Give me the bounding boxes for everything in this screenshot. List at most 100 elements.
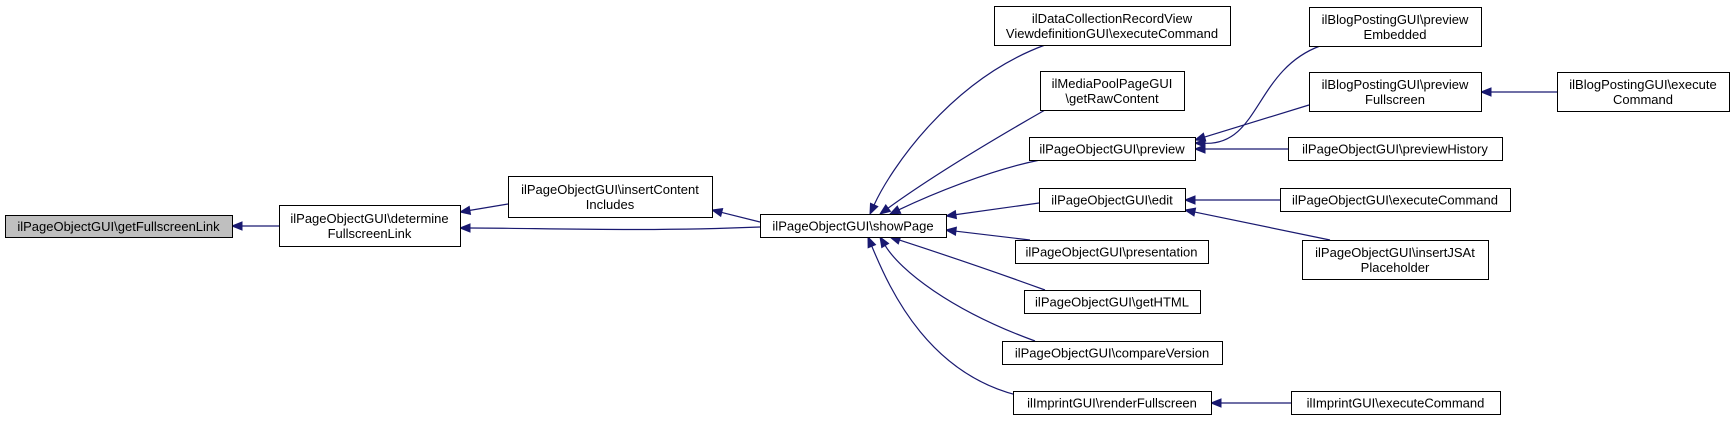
arrow-head bbox=[1183, 195, 1196, 205]
node-label: ilPageObjectGUI\presentation bbox=[1026, 245, 1198, 260]
node-label: ilBlogPostingGUI\execute bbox=[1569, 77, 1716, 92]
node-box bbox=[1302, 240, 1489, 280]
edge-line bbox=[955, 230, 1031, 241]
node-label: ilPageObjectGUI\showPage bbox=[772, 219, 933, 234]
edge-edit-to-showPage bbox=[944, 202, 1040, 220]
node-box bbox=[1291, 391, 1501, 415]
node-previewHistory[interactable]: ilPageObjectGUI\previewHistory bbox=[1288, 137, 1503, 161]
node-imprintExecute[interactable]: ilImprintGUI\executeCommand bbox=[1291, 391, 1501, 415]
arrow-head bbox=[1193, 144, 1206, 154]
node-box bbox=[1288, 137, 1503, 161]
arrow-head bbox=[944, 226, 957, 236]
node-getFullscreenLink[interactable]: ilPageObjectGUI\getFullscreenLink bbox=[5, 215, 233, 238]
node-mediaPool[interactable]: ilMediaPoolPageGUI\getRawContent bbox=[1040, 71, 1185, 111]
node-label: ilPageObjectGUI\compareVersion bbox=[1015, 346, 1209, 361]
node-label: Embedded bbox=[1364, 27, 1427, 42]
edge-blogEmbedded-to-preview bbox=[1193, 45, 1321, 149]
arrow-head bbox=[1209, 398, 1222, 408]
arrow-head bbox=[1193, 138, 1206, 149]
node-box bbox=[1557, 72, 1730, 112]
node-executeCommand[interactable]: ilPageObjectGUI\executeCommand bbox=[1280, 188, 1511, 212]
edge-imprintExecute-to-imprintRender bbox=[1209, 398, 1291, 408]
node-compareVersion[interactable]: ilPageObjectGUI\compareVersion bbox=[1002, 341, 1223, 365]
arrow-head bbox=[879, 235, 890, 249]
node-label: ilBlogPostingGUI\preview bbox=[1322, 12, 1469, 27]
node-imprintRender[interactable]: ilImprintGUI\renderFullscreen bbox=[1013, 391, 1212, 415]
arrow-head bbox=[1193, 132, 1207, 142]
edge-preview-to-showPage bbox=[888, 159, 1041, 215]
node-label: ilPageObjectGUI\insertJSAt bbox=[1315, 245, 1475, 260]
node-box bbox=[1013, 391, 1212, 415]
arrow-head bbox=[867, 235, 877, 249]
node-label: ilPageObjectGUI\previewHistory bbox=[1302, 142, 1488, 157]
edge-insertContentIncludes-to-determineFullscreenLink bbox=[458, 203, 509, 215]
node-label: \getRawContent bbox=[1065, 91, 1159, 106]
node-blogExecute[interactable]: ilBlogPostingGUI\executeCommand bbox=[1557, 72, 1730, 112]
node-label: ilBlogPostingGUI\preview bbox=[1322, 77, 1469, 92]
nodes-layer: ilPageObjectGUI\getFullscreenLink ilPageO… bbox=[5, 6, 1730, 415]
edge-presentation-to-showPage bbox=[944, 226, 1031, 241]
edge-previewHistory-to-preview bbox=[1193, 144, 1288, 154]
node-edit[interactable]: ilPageObjectGUI\edit bbox=[1039, 188, 1186, 212]
node-label: Fullscreen bbox=[1365, 92, 1425, 107]
node-box bbox=[5, 215, 233, 238]
edge-blogExecute-to-blogFullscreen bbox=[1479, 87, 1557, 97]
edge-showPage-to-insertContentIncludes bbox=[710, 207, 761, 223]
edge-showPage-to-determineFullscreenLink bbox=[458, 223, 761, 233]
edge-line bbox=[871, 246, 1031, 399]
node-label: ilImprintGUI\renderFullscreen bbox=[1027, 396, 1197, 411]
arrow-head bbox=[458, 205, 472, 215]
node-label: ilPageObjectGUI\getFullscreenLink bbox=[17, 219, 220, 234]
node-box bbox=[508, 176, 713, 218]
arrow-head bbox=[944, 209, 958, 220]
edge-imprintRender-to-showPage bbox=[867, 235, 1031, 399]
edge-mediaPool-to-showPage bbox=[878, 109, 1046, 215]
node-label: ilPageObjectGUI\executeCommand bbox=[1292, 193, 1498, 208]
node-label: Placeholder bbox=[1361, 260, 1430, 275]
edge-line bbox=[899, 239, 1046, 291]
edge-line bbox=[887, 109, 1046, 209]
node-showPage[interactable]: ilPageObjectGUI\showPage bbox=[760, 214, 947, 238]
node-label: Includes bbox=[586, 197, 635, 212]
node-box bbox=[760, 214, 947, 238]
edge-line bbox=[1204, 45, 1321, 144]
node-label: ilMediaPoolPageGUI bbox=[1052, 76, 1173, 91]
edge-line bbox=[1204, 104, 1310, 138]
edge-determineFullscreenLink-to-getFullscreenLink bbox=[230, 221, 279, 231]
node-box bbox=[994, 6, 1231, 46]
edges-layer bbox=[230, 44, 1557, 408]
arrow-head bbox=[869, 202, 879, 216]
edge-line bbox=[955, 202, 1040, 216]
arrow-head bbox=[878, 204, 892, 215]
node-box bbox=[279, 205, 461, 247]
arrow-head bbox=[230, 221, 243, 231]
node-box bbox=[1039, 188, 1186, 212]
node-label: ilPageObjectGUI\getHTML bbox=[1035, 295, 1189, 310]
node-getHTML[interactable]: ilPageObjectGUI\getHTML bbox=[1024, 290, 1201, 314]
node-label: ViewdefinitionGUI\executeCommand bbox=[1006, 26, 1218, 41]
node-preview[interactable]: ilPageObjectGUI\preview bbox=[1029, 137, 1196, 161]
edge-line bbox=[721, 211, 761, 223]
edge-insertJSAt-to-edit bbox=[1183, 207, 1331, 241]
node-dcRecordView[interactable]: ilDataCollectionRecordViewViewdefinition… bbox=[994, 6, 1231, 46]
node-presentation[interactable]: ilPageObjectGUI\presentation bbox=[1015, 240, 1209, 264]
node-box bbox=[1024, 290, 1201, 314]
edge-blogFullscreen-to-preview bbox=[1193, 104, 1310, 142]
node-label: ilPageObjectGUI\determine bbox=[290, 211, 448, 226]
edge-line bbox=[469, 226, 761, 231]
arrow-head bbox=[710, 207, 724, 218]
node-box bbox=[1015, 240, 1209, 264]
node-label: ilPageObjectGUI\preview bbox=[1039, 142, 1185, 157]
edge-line bbox=[469, 203, 509, 211]
node-box bbox=[1029, 137, 1196, 161]
edge-line bbox=[873, 44, 1046, 206]
arrow-head bbox=[458, 223, 471, 233]
node-label: ilDataCollectionRecordView bbox=[1032, 11, 1193, 26]
edge-dcRecordView-to-showPage bbox=[869, 44, 1046, 216]
